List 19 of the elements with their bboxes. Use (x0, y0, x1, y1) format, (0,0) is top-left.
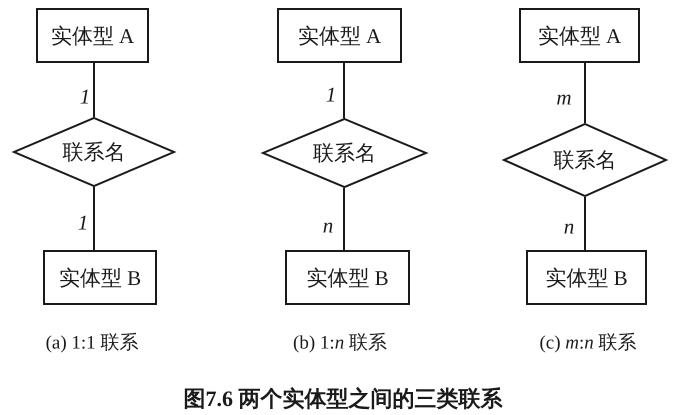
connector-line (93, 63, 95, 117)
entity-box: 实体型 A (519, 8, 640, 63)
connector-line (584, 63, 586, 123)
subfigure-caption: (c) m:n 联系 (539, 334, 637, 352)
connector-line (343, 63, 345, 118)
entity-box: 实体型 B (526, 250, 647, 305)
subfigure-caption: (a) 1:1 联系 (46, 334, 138, 352)
figure-caption: 图7.6 两个实体型之间的三类联系 (184, 388, 502, 410)
entity-box: 实体型 B (285, 250, 410, 305)
relationship-diamond: 联系名 (13, 117, 175, 187)
entity-box: 实体型 B (43, 250, 157, 305)
relationship-diamond: 联系名 (262, 118, 427, 188)
connector-line (343, 188, 345, 250)
relationship-diamond: 联系名 (503, 123, 667, 197)
entity-box: 实体型 A (277, 8, 402, 63)
connector-line (93, 187, 95, 250)
connector-line (584, 197, 586, 250)
subfigure-caption: (b) 1:n 联系 (293, 334, 387, 352)
entity-box: 实体型 A (36, 8, 149, 63)
